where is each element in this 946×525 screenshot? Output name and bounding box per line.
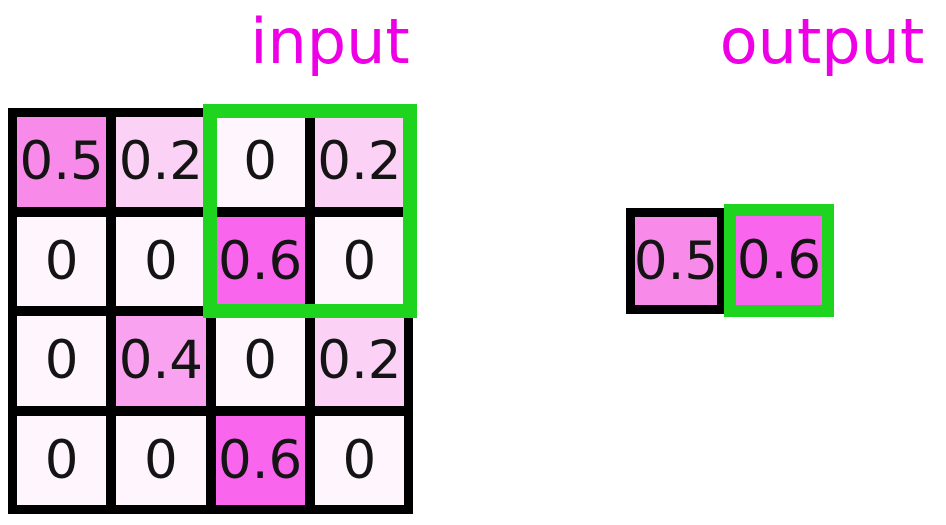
input-cell-r1c3: 0 xyxy=(215,117,305,207)
input-cell-r4c1: 0 xyxy=(17,415,107,505)
input-cell-r1c2: 0.2 xyxy=(116,117,206,207)
output-cell-2-highlighted: 0.6 xyxy=(724,204,834,317)
input-cell-r3c1: 0 xyxy=(17,316,107,406)
input-cell-r4c2: 0 xyxy=(116,415,206,505)
input-cell-r3c2: 0.4 xyxy=(116,316,206,406)
input-cell-r1c1: 0.5 xyxy=(17,117,107,207)
input-cell-r2c2: 0 xyxy=(116,216,206,306)
input-cell-r4c4: 0 xyxy=(314,415,404,505)
input-cell-r2c4: 0 xyxy=(314,216,404,306)
input-cell-r2c1: 0 xyxy=(17,216,107,306)
input-cell-r3c3: 0 xyxy=(215,316,305,406)
input-cell-r3c4: 0.2 xyxy=(314,316,404,406)
input-cell-r4c3: 0.6 xyxy=(215,415,305,505)
input-cell-r2c3: 0.6 xyxy=(215,216,305,306)
output-cell-1: 0.5 xyxy=(626,208,726,314)
input-cell-r1c4: 0.2 xyxy=(314,117,404,207)
input-title: input xyxy=(250,5,410,78)
output-title: output xyxy=(719,5,925,78)
